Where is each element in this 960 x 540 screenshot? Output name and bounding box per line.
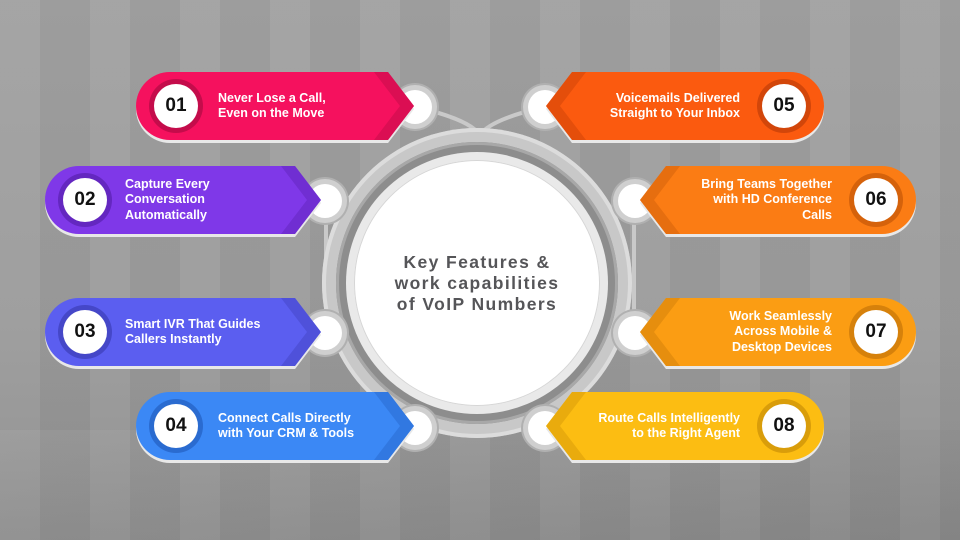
hub-ring-outer: Key Features & work capabilities of VoIP… bbox=[336, 142, 618, 424]
feature-label: Bring Teams Together with HD Conference … bbox=[701, 177, 832, 224]
feature-number-badge: 03 bbox=[63, 310, 107, 354]
label-line: Smart IVR That Guides bbox=[125, 316, 261, 331]
pill-shape bbox=[45, 298, 321, 366]
diagram-title: Key Features & work capabilities of VoIP… bbox=[395, 252, 560, 315]
title-line-1: Key Features & bbox=[403, 251, 551, 272]
feature-number-badge: 07 bbox=[854, 310, 898, 354]
feature-label: Voicemails Delivered Straight to Your In… bbox=[610, 91, 740, 122]
label-line: Callers Instantly bbox=[125, 332, 222, 346]
feature-number-badge: 05 bbox=[762, 84, 806, 128]
label-line: Bring Teams Together bbox=[701, 176, 832, 191]
feature-number-badge: 08 bbox=[762, 404, 806, 448]
pill-shape bbox=[640, 166, 916, 234]
pill-shape bbox=[546, 72, 824, 140]
feature-label: Smart IVR That Guides Callers Instantly bbox=[125, 317, 260, 348]
label-line: Desktop Devices bbox=[731, 339, 832, 354]
pill-shape bbox=[136, 72, 414, 140]
title-line-2: work capabilities bbox=[394, 272, 560, 293]
feature-07: 07 Work Seamlessly Across Mobile & Deskt… bbox=[640, 298, 916, 366]
feature-number-badge: 04 bbox=[154, 404, 198, 448]
pill-shape bbox=[640, 298, 916, 366]
feature-number-badge: 01 bbox=[154, 84, 198, 128]
feature-01: 01 Never Lose a Call, Even on the Move bbox=[136, 72, 414, 140]
label-line: with HD Conference bbox=[713, 192, 832, 207]
feature-08: 08 Route Calls Intelligently to the Righ… bbox=[546, 392, 824, 460]
feature-number-badge: 02 bbox=[63, 178, 107, 222]
feature-label: Never Lose a Call, Even on the Move bbox=[218, 91, 326, 122]
label-line: Across Mobile & bbox=[734, 324, 832, 339]
label-line: Voicemails Delivered bbox=[615, 90, 740, 105]
label-line: Automatically bbox=[125, 207, 207, 222]
title-line-3: of VoIP Numbers bbox=[396, 293, 558, 314]
pill-shape bbox=[45, 166, 321, 234]
label-line: Capture Every bbox=[125, 176, 210, 191]
feature-label: Route Calls Intelligently to the Right A… bbox=[598, 411, 740, 442]
label-line: Conversation bbox=[125, 192, 205, 207]
center-hub: Key Features & work capabilities of VoIP… bbox=[322, 128, 632, 438]
feature-number-badge: 06 bbox=[854, 178, 898, 222]
label-line: Work Seamlessly bbox=[729, 308, 832, 323]
label-line: Route Calls Intelligently bbox=[598, 410, 740, 425]
feature-label: Work Seamlessly Across Mobile & Desktop … bbox=[729, 309, 832, 356]
feature-06: 06 Bring Teams Together with HD Conferen… bbox=[640, 166, 916, 234]
hub-ring-inner: Key Features & work capabilities of VoIP… bbox=[346, 152, 608, 414]
feature-04: 04 Connect Calls Directly with Your CRM … bbox=[136, 392, 414, 460]
label-line: to the Right Agent bbox=[632, 426, 740, 440]
pill-shape bbox=[546, 392, 824, 460]
label-line: with Your CRM & Tools bbox=[218, 426, 355, 440]
feature-label: Connect Calls Directly with Your CRM & T… bbox=[218, 411, 354, 442]
hub-center: Key Features & work capabilities of VoIP… bbox=[354, 160, 600, 406]
label-line: Never Lose a Call, bbox=[218, 90, 326, 105]
label-line: Even on the Move bbox=[218, 106, 325, 120]
feature-02: 02 Capture Every Conversation Automatica… bbox=[45, 166, 321, 234]
feature-05: 05 Voicemails Delivered Straight to Your… bbox=[546, 72, 824, 140]
label-line: Connect Calls Directly bbox=[218, 410, 351, 425]
feature-label: Capture Every Conversation Automatically bbox=[125, 177, 210, 224]
label-line: Calls bbox=[802, 207, 832, 222]
feature-03: 03 Smart IVR That Guides Callers Instant… bbox=[45, 298, 321, 366]
pill-shape bbox=[136, 392, 414, 460]
label-line: Straight to Your Inbox bbox=[609, 106, 740, 120]
